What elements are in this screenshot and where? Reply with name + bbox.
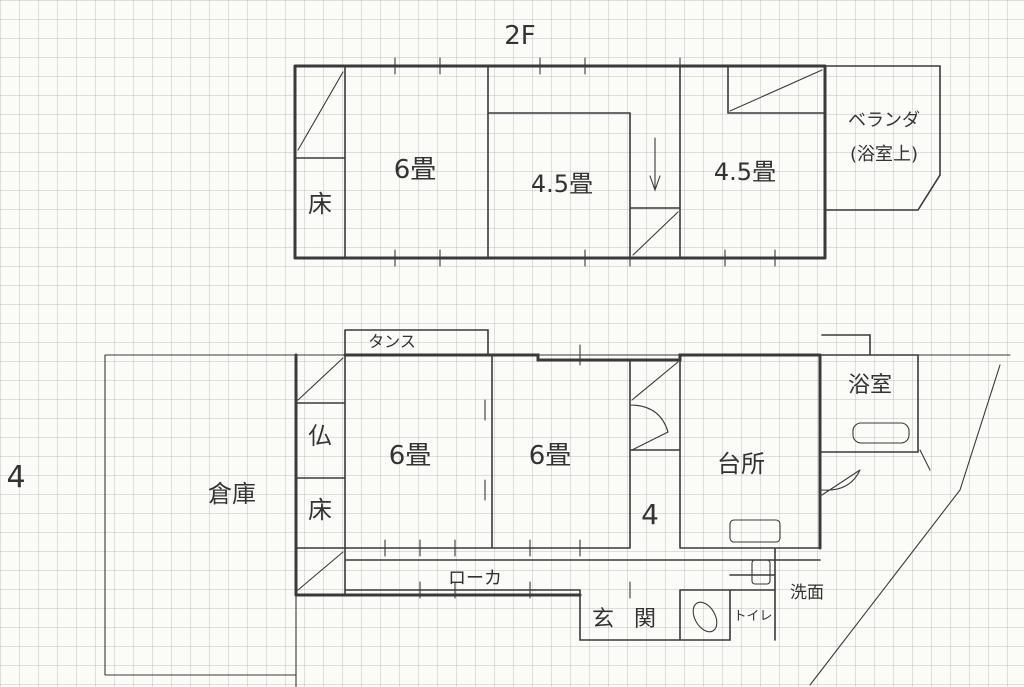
lot-boundary	[809, 364, 1001, 686]
storage-outline	[104, 354, 1011, 687]
floor2-outer-wall	[293, 64, 827, 260]
tansu-box	[344, 329, 489, 356]
storage-label: 倉庫	[208, 480, 256, 508]
floor1-plan: タンス 仏 床 6畳 6畳 台所 浴室 倉庫 ローカ 玄 関 トイレ 洗面 4 …	[6, 329, 1011, 687]
floor2-room-6-label: 6畳	[394, 155, 437, 185]
floor1-closet-diagonal	[297, 357, 679, 591]
kitchen-label: 台所	[717, 450, 765, 478]
floor1-door-swing	[629, 404, 669, 451]
washbasin-shape	[751, 559, 771, 585]
floor2-title: 2F	[504, 21, 536, 51]
entrance-label-b: 関	[634, 607, 656, 632]
bath-label: 浴室	[848, 373, 892, 398]
floor1-partition-wall	[295, 354, 821, 641]
entrance-label-a: 玄	[592, 607, 614, 632]
toilet-label: トイレ	[733, 609, 772, 624]
tansu-label: タンス	[368, 332, 416, 351]
stair-number-label: 4	[641, 498, 659, 531]
floor1-room-6a-label: 6畳	[389, 441, 432, 471]
bathtub-shape	[852, 422, 910, 444]
floor2-closet-diagonal	[297, 69, 823, 256]
floor1-outer-wall	[294, 353, 822, 597]
floor1-window-marks	[384, 344, 631, 599]
floor2-toko-label: 床	[308, 190, 332, 218]
toilet-shape	[692, 601, 718, 633]
butsu-label: 仏	[308, 422, 332, 450]
floor2-partition-wall	[294, 65, 826, 259]
veranda-label: ベランダ	[848, 110, 920, 131]
floor2-plan: 2F 床 6畳 4.5畳 4.5畳 ベランダ (浴室上)	[293, 21, 941, 267]
floor1-toko-label: 床	[308, 496, 332, 524]
corridor-label: ローカ	[448, 568, 502, 589]
washroom-label: 洗面	[790, 583, 824, 603]
floor2-room-45a-label: 4.5畳	[531, 170, 593, 198]
bath-door-swing	[821, 469, 861, 496]
bath-outline	[819, 334, 919, 453]
side-number-label: 4	[6, 460, 25, 495]
floor2-room-45b-label: 4.5畳	[714, 158, 776, 186]
kitchen-sink-shape	[729, 519, 781, 543]
floor2-window-marks	[394, 57, 776, 267]
floor1-room-6b-label: 6畳	[529, 441, 572, 471]
veranda-outline	[824, 65, 941, 211]
veranda-note: (浴室上)	[850, 144, 918, 165]
floor2-stair-arrow	[649, 137, 661, 192]
